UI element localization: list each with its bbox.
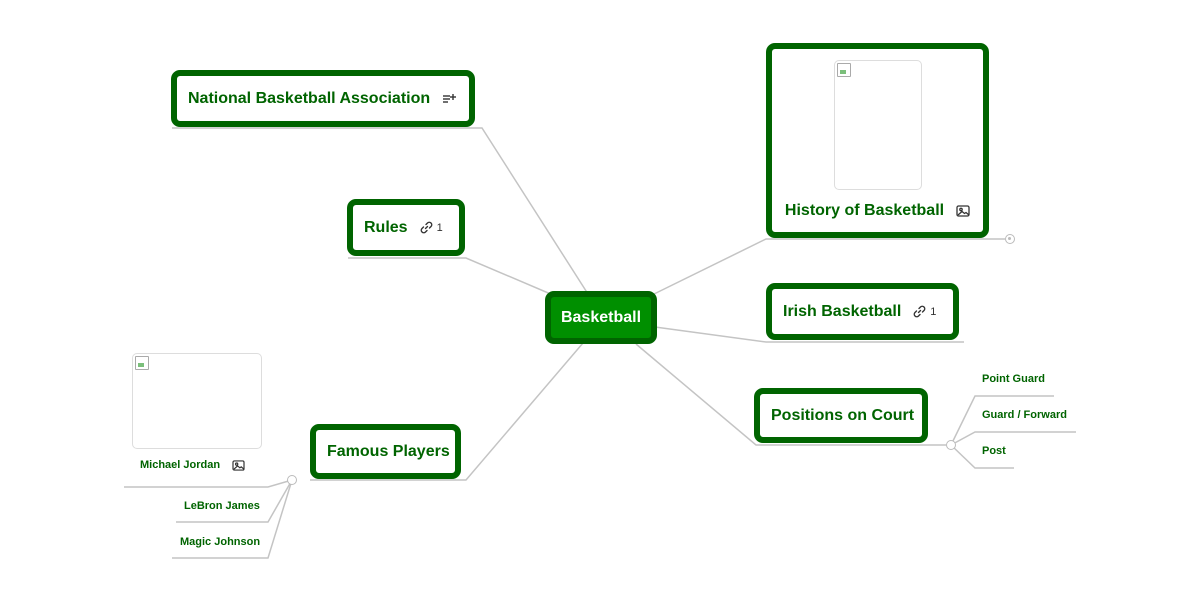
link-icon[interactable]: 1 bbox=[913, 305, 936, 318]
image-icon bbox=[956, 205, 970, 217]
link-count: 1 bbox=[436, 221, 443, 234]
node-label: Famous Players bbox=[327, 442, 450, 460]
connector-guard-forward bbox=[950, 431, 1076, 446]
node-label: Rules bbox=[364, 218, 408, 236]
connector-magic-johnson bbox=[172, 479, 293, 559]
image-icon bbox=[232, 459, 245, 471]
link-count: 1 bbox=[930, 305, 937, 318]
link-icon[interactable]: 1 bbox=[420, 221, 443, 234]
leaf-lebron-james[interactable]: LeBron James bbox=[184, 500, 260, 512]
leaf-post[interactable]: Post bbox=[982, 445, 1006, 457]
leaf-point-guard[interactable]: Point Guard bbox=[982, 373, 1045, 385]
leaf-michael-jordan[interactable]: Michael Jordan bbox=[140, 459, 245, 471]
connector-nba bbox=[172, 127, 589, 295]
leaf-guard-forward[interactable]: Guard / Forward bbox=[982, 409, 1067, 421]
connector-irish bbox=[654, 326, 964, 343]
connector-history bbox=[651, 238, 1005, 296]
root-label: Basketball bbox=[560, 308, 642, 326]
history-image bbox=[833, 60, 922, 190]
leaf-label: Michael Jordan bbox=[140, 459, 221, 471]
node-national-basketball-association[interactable]: National Basketball Association bbox=[171, 70, 475, 127]
node-irish-basketball[interactable]: Irish Basketball 1 bbox=[766, 283, 959, 340]
node-label: National Basketball Association bbox=[188, 89, 431, 107]
connector-positions bbox=[635, 343, 946, 446]
node-positions-on-court[interactable]: Positions on Court bbox=[754, 388, 928, 443]
collapse-toggle-positions[interactable] bbox=[946, 440, 956, 450]
collapse-toggle-famous-players[interactable] bbox=[287, 475, 297, 485]
connector-rules bbox=[348, 257, 561, 299]
leaf-magic-johnson[interactable]: Magic Johnson bbox=[180, 536, 261, 548]
connector-point-guard bbox=[950, 395, 1054, 446]
connector-lebron-james bbox=[176, 479, 293, 523]
connector-michael-jordan bbox=[124, 479, 293, 488]
node-history-of-basketball[interactable]: History of Basketball bbox=[766, 43, 989, 238]
root-node-basketball[interactable]: Basketball bbox=[545, 291, 657, 344]
notes-icon bbox=[442, 93, 457, 105]
node-rules[interactable]: Rules 1 bbox=[347, 199, 465, 256]
broken-image-icon bbox=[135, 356, 149, 370]
node-label: Positions on Court bbox=[771, 406, 915, 424]
expand-toggle-history[interactable] bbox=[1005, 234, 1015, 244]
node-label: Irish Basketball bbox=[783, 302, 902, 320]
node-label: History of Basketball bbox=[784, 202, 945, 219]
node-famous-players[interactable]: Famous Players bbox=[310, 424, 461, 479]
connector-famous bbox=[310, 342, 584, 481]
broken-image-icon bbox=[836, 63, 851, 77]
connector-post bbox=[950, 444, 1014, 469]
michael-jordan-image bbox=[132, 353, 262, 449]
